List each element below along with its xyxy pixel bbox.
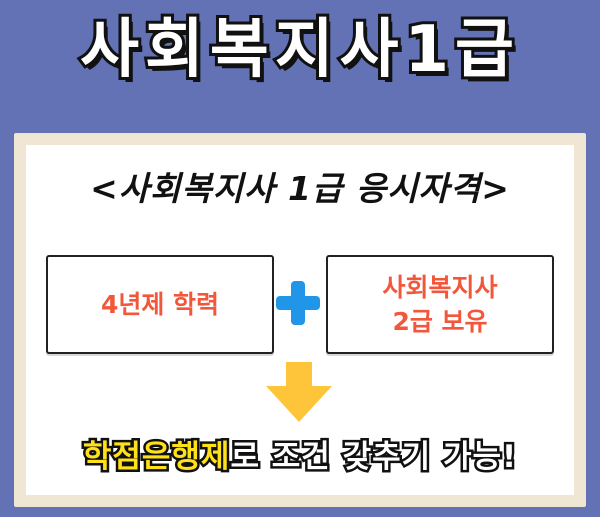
card-subtitle: <사회복지사 1급 응시자격> (90, 169, 510, 208)
page-title: 사회복지사1급 (77, 13, 520, 87)
conclusion-text: 학점은행제로 조건 갖추기 가능! (0, 439, 600, 475)
requirement-label-education: 4년제 학력 (100, 289, 220, 319)
requirement-box-education: 4년제 학력 (46, 255, 274, 354)
conclusion-rest: 로 조건 갖추기 가능! (228, 439, 519, 475)
arrow-down-icon (266, 362, 332, 422)
conclusion-highlight: 학점은행제 (80, 439, 232, 475)
requirement-label-certificate-line2: 2급 보유 (392, 306, 488, 336)
requirement-label-certificate-line1: 사회복지사 (382, 272, 498, 302)
requirement-box-certificate: 사회복지사 2급 보유 (326, 255, 554, 354)
plus-icon (276, 281, 320, 325)
